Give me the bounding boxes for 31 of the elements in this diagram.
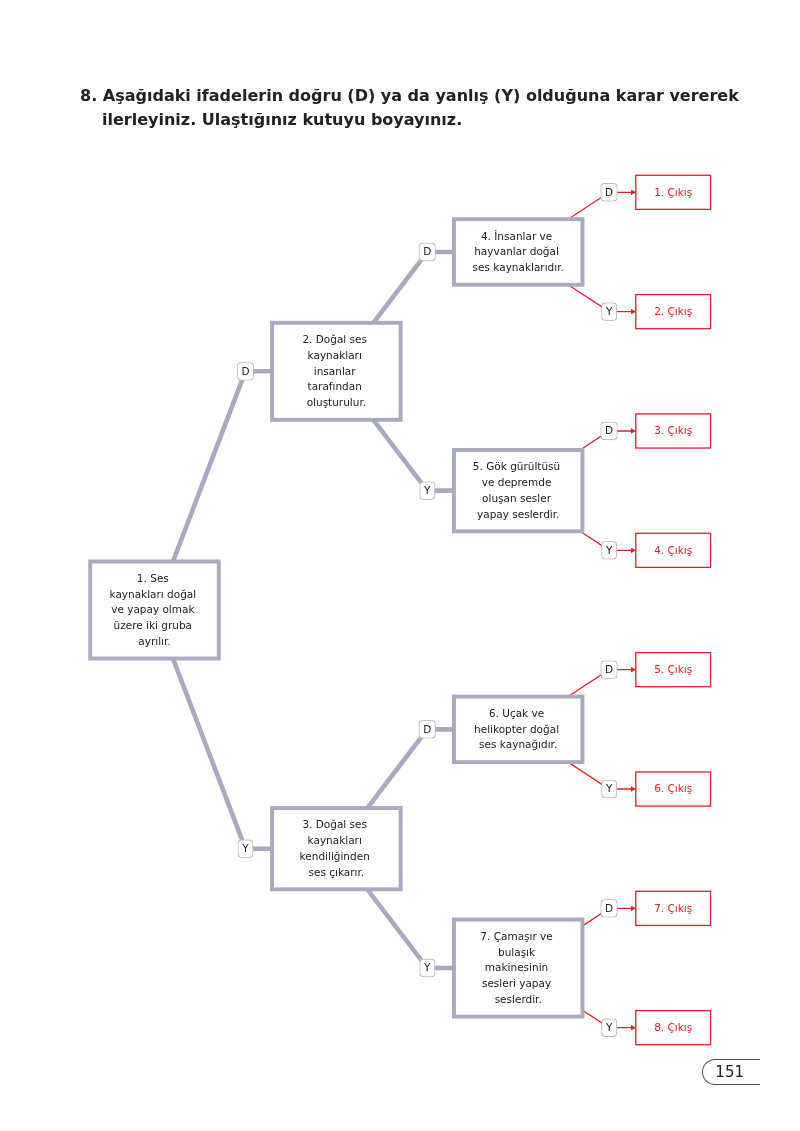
- edge-label: Y: [605, 1021, 612, 1034]
- node-box: 4. İnsanlar ve hayvanlar doğal ses kaynaklarıdır.: [451, 217, 585, 287]
- edge-label: Y: [605, 782, 612, 795]
- node-box: 1. Ses kaynakları doğal ve yapay olmak üzere iki gruba ayrılır.: [87, 559, 221, 661]
- edge-label: Y: [605, 305, 612, 318]
- edge-label: Y: [423, 961, 431, 974]
- question-text: 8. Aşağıdaki ifadelerin doğru (D) ya da yanlış (Y) olduğuna karar vererek ilerleyiniz. Ulaştığınız kutuyu boyayınız.: [80, 85, 740, 131]
- node-box: 2. Doğal ses kaynakları insanlar tarafından oluşturulur.: [269, 320, 403, 422]
- edge-label: D: [604, 424, 613, 437]
- node-box: 4. Çıkış: [634, 532, 711, 569]
- node-box: 6. Çıkış: [634, 771, 711, 807]
- edge-label: D: [422, 245, 431, 258]
- node-box: 6. Uçak ve helikopter doğal ses kaynağıdır.: [451, 694, 585, 765]
- node-box: 2. Çıkış: [634, 293, 711, 330]
- node-box: 3. Çıkış: [634, 413, 711, 449]
- node-box: 7. Çamaşır ve bulaşık makinesinin sesleri yapay seslerdir.: [451, 917, 585, 1019]
- node-box: 3. Doğal ses kaynakları kendiliğinden ses çıkarır.: [269, 806, 403, 892]
- edge-label: Y: [423, 484, 431, 497]
- edge-label: D: [604, 901, 613, 915]
- node-box: 7. Çıkış: [634, 890, 711, 927]
- edge-label: Y: [241, 842, 249, 855]
- edge-label: D: [240, 364, 250, 378]
- edge-label: Y: [605, 543, 612, 557]
- edge-label: D: [604, 185, 613, 199]
- node-box: 5. Gök gürültüsü ve depremde oluşan sesler yapay seslerdir.: [451, 448, 585, 534]
- edge-label: D: [604, 663, 613, 676]
- node-box: 8. Çıkış: [634, 1010, 711, 1046]
- node-box: 5. Çıkış: [634, 651, 711, 688]
- node-box: 1. Çıkış: [634, 174, 711, 210]
- edge-label: D: [422, 722, 431, 736]
- arrow: [579, 530, 636, 554]
